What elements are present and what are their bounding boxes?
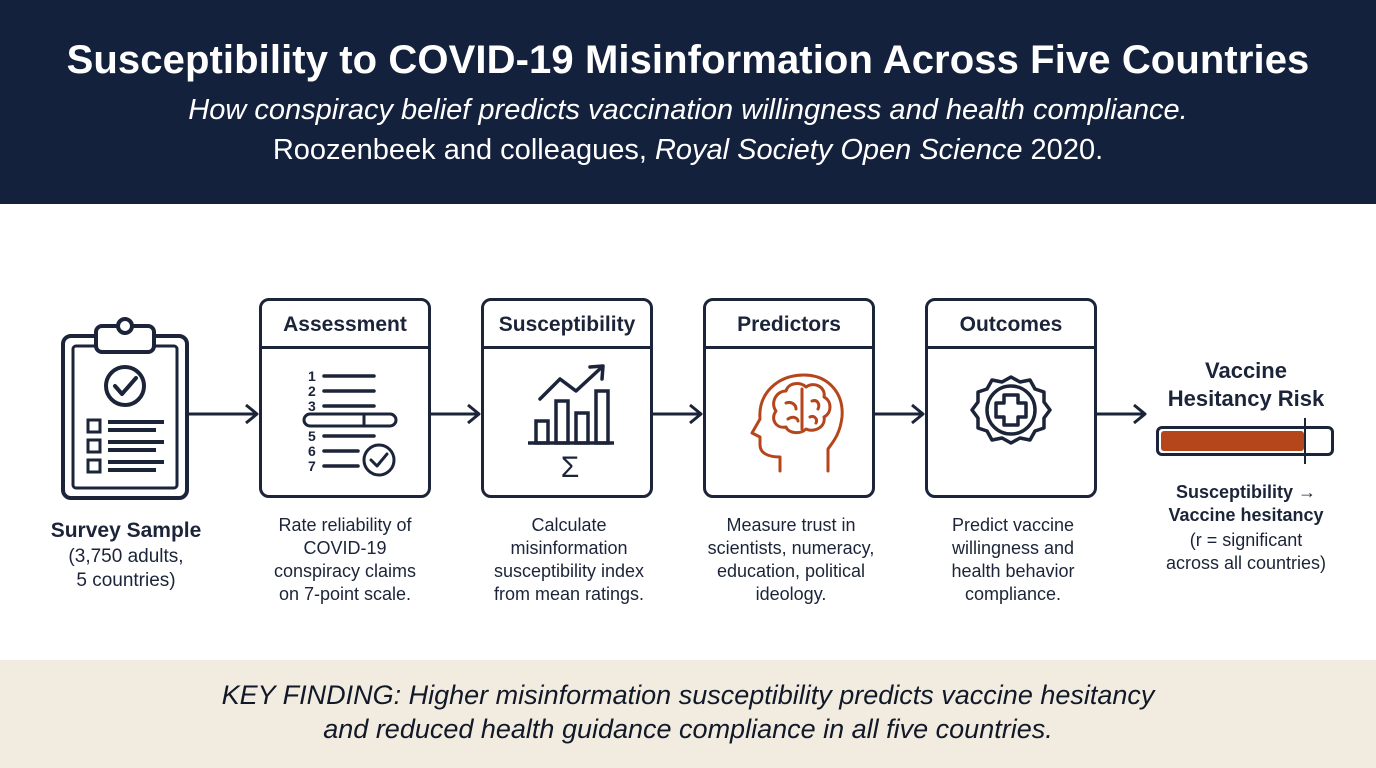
survey-line-2: 5 countries)	[76, 570, 176, 591]
key-finding-line-1: KEY FINDING: Higher misinformation susce…	[221, 680, 1155, 710]
scale-number: 5	[308, 428, 316, 444]
desc-line: conspiracy claims	[273, 561, 417, 581]
risk-meter-marker	[1304, 418, 1306, 464]
step-title-susceptibility: Susceptibility	[484, 301, 650, 349]
survey-line-1: (3,750 adults,	[68, 546, 184, 567]
sigma-symbol: Σ	[561, 451, 580, 484]
arrow-right-icon	[188, 403, 259, 425]
desc-line: from mean ratings.	[493, 584, 645, 604]
step-card-outcomes: Outcomes	[925, 298, 1097, 498]
key-finding-banner: KEY FINDING: Higher misinformation susce…	[0, 660, 1376, 768]
desc-line: Predict vaccine	[951, 515, 1075, 535]
clipboard-checklist-icon	[58, 316, 192, 502]
step-card-predictors: Predictors	[703, 298, 875, 498]
risk-title-line: Vaccine	[1205, 358, 1287, 383]
citation-journal: Royal Society Open Science	[654, 134, 1023, 166]
key-finding-line-2: and reduced health guidance compliance i…	[323, 714, 1053, 744]
step-description-outcomes: Predict vaccine willingness and health b…	[908, 514, 1118, 606]
step-title-assessment: Assessment	[262, 301, 428, 349]
page-title: Susceptibility to COVID-19 Misinformatio…	[66, 38, 1310, 82]
risk-title: Vaccine Hesitancy Risk	[1146, 357, 1346, 413]
risk-title-line: Hesitancy Risk	[1167, 386, 1325, 411]
desc-line: education, political	[716, 561, 866, 581]
desc-line: COVID-19	[303, 538, 387, 558]
bar-chart-sigma-icon: Σ	[484, 349, 650, 495]
scale-number: 3	[308, 398, 316, 414]
desc-line: scientists, numeracy,	[707, 538, 875, 558]
desc-line: health behavior	[951, 561, 1075, 581]
risk-meter-fill	[1161, 431, 1304, 451]
risk-meter	[1156, 418, 1334, 464]
desc-line: Measure trust in	[726, 515, 856, 535]
survey-title: Survey Sample	[50, 519, 202, 542]
risk-line-3: (r = significant	[1189, 530, 1303, 550]
step-title-predictors: Predictors	[706, 301, 872, 349]
scale-number: 1	[308, 368, 316, 384]
citation-authors: Roozenbeek and colleagues,	[272, 134, 655, 166]
risk-line-4: across all countries)	[1165, 553, 1327, 573]
step-title-outcomes: Outcomes	[928, 301, 1094, 349]
step-description-assessment: Rate reliability of COVID-19 conspiracy …	[240, 514, 450, 606]
medical-cross-badge-icon	[928, 349, 1094, 495]
scale-number: 2	[308, 383, 316, 399]
citation-year: 2020.	[1022, 134, 1104, 166]
desc-line: willingness and	[951, 538, 1075, 558]
head-brain-icon	[706, 349, 872, 495]
citation: Roozenbeek and colleagues, Royal Society…	[0, 134, 1376, 167]
desc-line: misinformation	[510, 538, 628, 558]
step-card-assessment: Assessment 1 2 3 5 6 7	[259, 298, 431, 498]
step-card-susceptibility: Susceptibility Σ	[481, 298, 653, 498]
risk-line-1: Susceptibility →	[1175, 482, 1317, 502]
page-subtitle: How conspiracy belief predicts vaccinati…	[188, 94, 1188, 126]
desc-line: susceptibility index	[493, 561, 645, 581]
step-description-predictors: Measure trust in scientists, numeracy, e…	[686, 514, 896, 606]
rating-scale-icon: 1 2 3 5 6 7	[262, 349, 428, 495]
desc-line: compliance.	[964, 584, 1062, 604]
desc-line: Calculate	[531, 515, 607, 535]
header-banner: Susceptibility to COVID-19 Misinformatio…	[0, 0, 1376, 204]
scale-number: 6	[308, 443, 316, 459]
desc-line: Rate reliability of	[278, 515, 412, 535]
scale-number: 7	[308, 458, 316, 474]
step-description-susceptibility: Calculate misinformation susceptibility …	[464, 514, 674, 606]
desc-line: on 7-point scale.	[278, 584, 412, 604]
desc-line: ideology.	[755, 584, 827, 604]
risk-line-2: Vaccine hesitancy	[1168, 505, 1324, 525]
